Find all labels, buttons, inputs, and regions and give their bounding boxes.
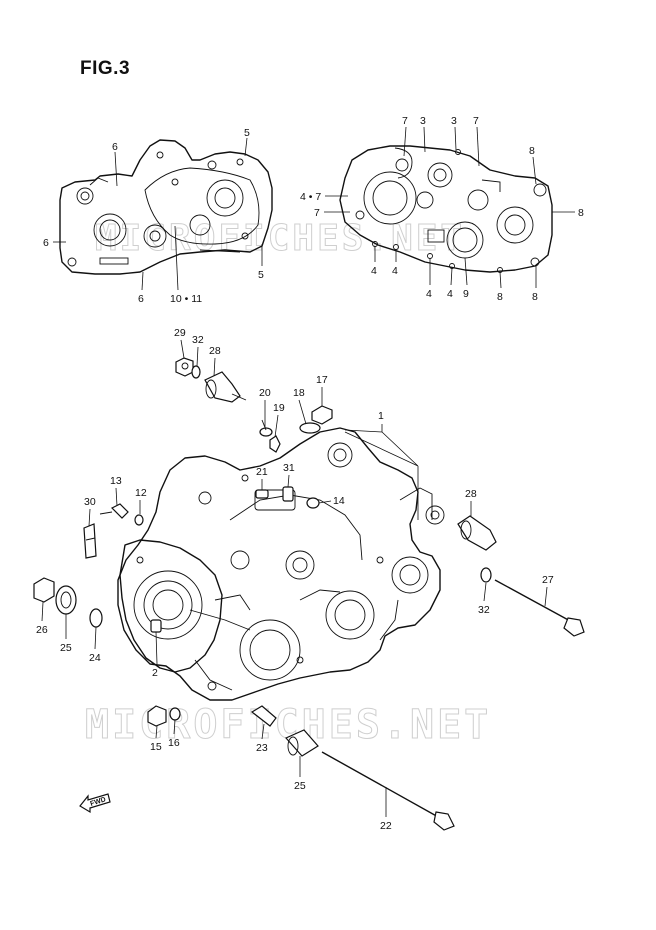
leader-5a [244, 137, 248, 157]
callout-21: 21 [256, 466, 268, 478]
callout-6-top: 6 [112, 141, 118, 153]
callout-15: 15 [150, 741, 162, 753]
bolt-13 [99, 503, 129, 519]
bearing-28-right [457, 515, 497, 551]
callout-6-left: 6 [43, 237, 49, 249]
callout-28-right: 28 [465, 488, 477, 500]
leader-6a [114, 151, 118, 187]
bearing-24 [89, 608, 103, 628]
callout-17: 17 [316, 374, 328, 386]
fwd-arrow-icon: FWD [79, 793, 111, 814]
callout-16: 16 [168, 737, 180, 749]
bearing-23 [250, 705, 277, 727]
callout-1: 1 [378, 410, 384, 422]
plug-15 [147, 705, 167, 727]
crankcase-right-half-view [339, 145, 553, 273]
callout-31: 31 [283, 462, 295, 474]
washer-16 [169, 707, 181, 721]
callout-26: 26 [36, 624, 48, 636]
dowel-31 [282, 486, 294, 502]
crankcase-left-half-view [59, 139, 273, 275]
callout-5-bottom: 5 [258, 269, 264, 281]
crankcase-assembly [117, 427, 445, 701]
leader-7b [476, 126, 480, 167]
callout-23: 23 [256, 742, 268, 754]
callout-7-c: 7 [314, 207, 320, 219]
fwd-label: FWD [89, 796, 106, 808]
callout-13: 13 [110, 475, 122, 487]
figure-title: FIG.3 [80, 58, 131, 79]
callout-2: 2 [152, 667, 158, 679]
callout-10-11: 10 • 11 [170, 293, 202, 305]
callout-3-b: 3 [451, 115, 457, 127]
callout-12: 12 [135, 487, 147, 499]
dowel-2 [150, 619, 162, 633]
callout-30: 30 [84, 496, 96, 508]
plug-17 [311, 405, 333, 425]
leader-6c [141, 271, 144, 291]
callout-6-bottom: 6 [138, 293, 144, 305]
callout-18: 18 [293, 387, 305, 399]
callout-32-top: 32 [192, 334, 204, 346]
callout-8-a: 8 [529, 145, 535, 157]
leader-3b [454, 126, 457, 151]
callout-8-d: 8 [532, 291, 538, 303]
callout-7-a: 7 [402, 115, 408, 127]
callout-4-7: 4 • 7 [300, 191, 321, 203]
leader-8c [499, 271, 502, 289]
callout-8-b: 8 [578, 207, 584, 219]
callout-32-right: 32 [478, 604, 490, 616]
bearing-25-left [55, 585, 77, 615]
callout-28-top: 28 [209, 345, 221, 357]
callout-25-left: 25 [60, 642, 72, 654]
dowel-14 [306, 497, 320, 509]
leader-3a [423, 126, 426, 153]
leader-9 [464, 257, 468, 286]
callout-7-b: 7 [473, 115, 479, 127]
callout-4-d: 4 [447, 288, 453, 300]
jet-19 [269, 435, 281, 453]
callout-25-bottom: 25 [294, 780, 306, 792]
callout-9: 9 [463, 288, 469, 300]
leader-8a [532, 156, 537, 185]
washer-12 [134, 514, 144, 526]
callout-4-b: 4 [392, 265, 398, 277]
callout-27: 27 [542, 574, 554, 586]
nut-29 [175, 357, 194, 377]
pin-21 [255, 489, 269, 499]
washer-32-right [480, 567, 492, 583]
callout-14: 14 [333, 495, 345, 507]
clip-30 [83, 523, 97, 559]
callout-8-c: 8 [497, 291, 503, 303]
callout-20: 20 [259, 387, 271, 399]
plug-26 [33, 577, 55, 603]
callout-5-top: 5 [244, 127, 250, 139]
washer-32-top [191, 365, 201, 379]
callout-22: 22 [380, 820, 392, 832]
leader-10-11 [174, 225, 179, 291]
callout-24: 24 [89, 652, 101, 664]
bolt-22 [321, 751, 455, 831]
oring-18 [299, 422, 321, 434]
callout-4-a: 4 [371, 265, 377, 277]
bearing-25-bottom [285, 729, 319, 757]
callout-19: 19 [273, 402, 285, 414]
bolt-20 [259, 419, 273, 437]
callout-4-c: 4 [426, 288, 432, 300]
callout-29: 29 [174, 327, 186, 339]
bearing-28-top [204, 371, 247, 403]
callout-3-a: 3 [420, 115, 426, 127]
leader-7a [403, 126, 407, 157]
leader-4d [450, 267, 453, 286]
bolt-27 [494, 579, 585, 637]
